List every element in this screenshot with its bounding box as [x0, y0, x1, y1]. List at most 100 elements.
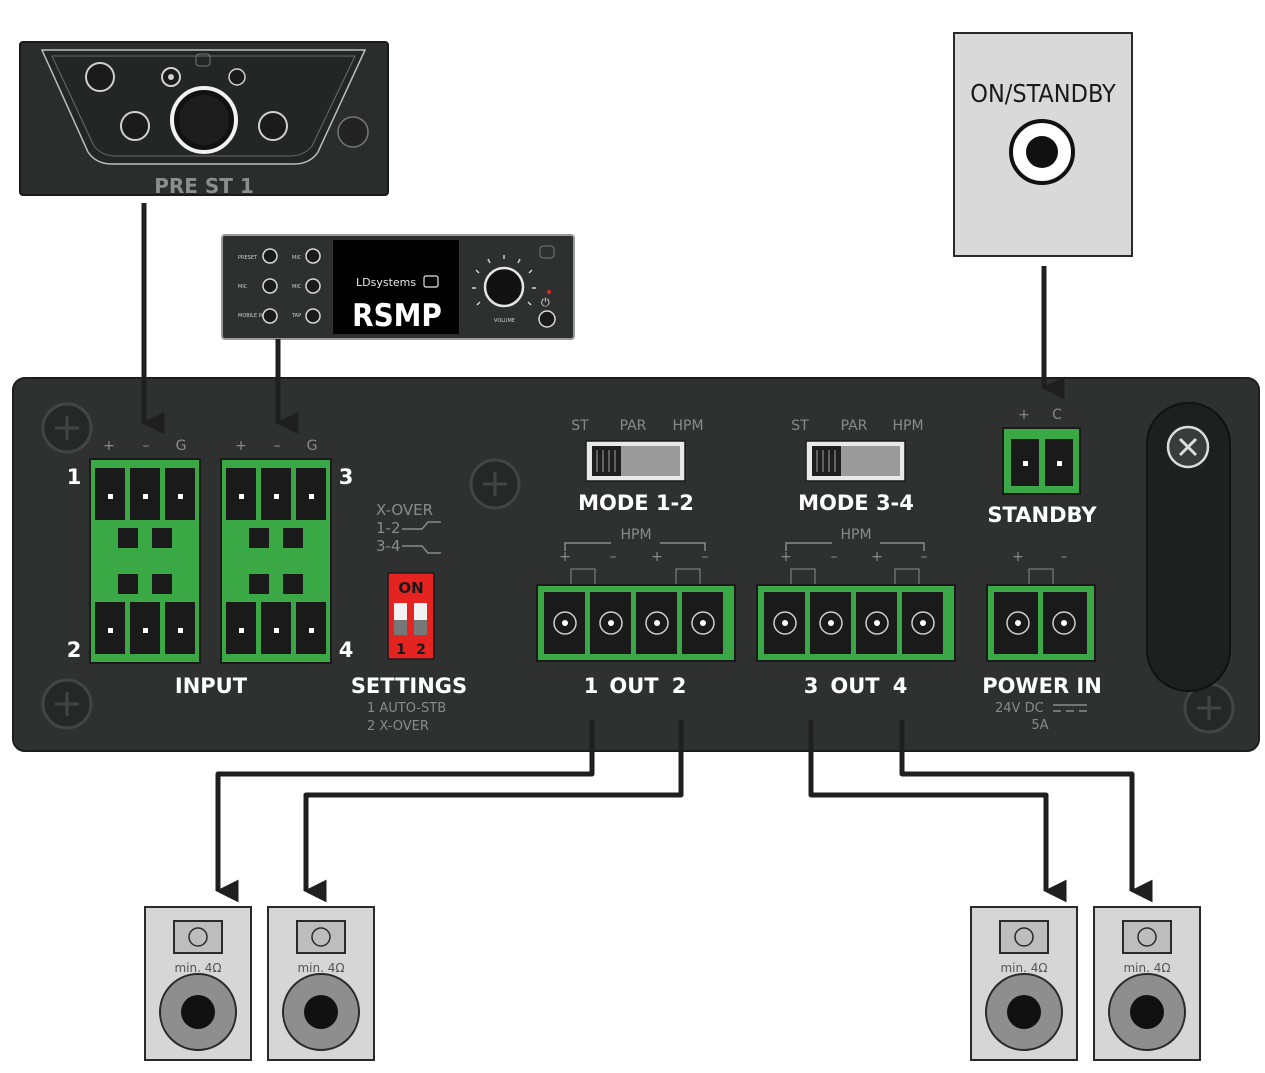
power-button-icon [538, 310, 556, 328]
pre-st1-name: PRE ST 1 [154, 174, 254, 198]
svg-text:+: + [1018, 407, 1030, 423]
screw-icon [41, 678, 93, 730]
svg-text:+: + [1012, 549, 1024, 565]
tweeter-icon [1014, 927, 1034, 947]
svg-text:24V DC: 24V DC [995, 701, 1044, 716]
svg-text:HPM: HPM [620, 527, 651, 543]
rsmp-display [333, 240, 459, 334]
wire-out3-to-speaker-3 [808, 720, 1067, 903]
speaker-4: min. 4Ω [1093, 906, 1201, 1061]
svg-text:–: – [702, 549, 709, 565]
svg-text:3-4: 3-4 [376, 537, 401, 555]
mode-3-4-section: ST PAR HPM MODE 3-4 HPM + – + – [780, 418, 927, 565]
svg-text:G: G [176, 438, 187, 454]
standby-connector: + C STANDBY [987, 407, 1097, 527]
pre-st1-remote: PRE ST 1 [19, 41, 389, 198]
svg-text:5A: 5A [1031, 718, 1048, 733]
tweeter-icon [188, 927, 208, 947]
input-channel-2: 2 [67, 638, 82, 662]
power-in-label: POWER IN [982, 674, 1102, 698]
svg-text:–: – [921, 549, 928, 565]
input-connector-1-2 [89, 458, 201, 664]
xover-legend: X-OVER 1-2 3-4 [376, 501, 441, 555]
settings-section: ON 1 2 SETTINGS 1 AUTO-STB 2 X-OVER [351, 572, 467, 734]
settings-label: SETTINGS [351, 674, 467, 698]
speaker-3: min. 4Ω [970, 906, 1078, 1061]
svg-text:2: 2 [672, 674, 687, 698]
svg-text:+: + [235, 438, 247, 454]
amplifier-rear-panel: + – G + – G [12, 377, 1260, 752]
input-section: + – G + – G [67, 438, 354, 698]
svg-text:MOBILE PAGE: MOBILE PAGE [238, 313, 272, 319]
svg-text:min. 4Ω: min. 4Ω [1000, 961, 1047, 975]
screw-icon [469, 458, 521, 510]
input-label: INPUT [175, 674, 248, 698]
svg-text:+: + [103, 438, 115, 454]
svg-text:PAR: PAR [620, 418, 647, 434]
wire-out1-to-speaker-1 [215, 720, 595, 903]
svg-text:4: 4 [893, 674, 908, 698]
svg-text:HPM: HPM [840, 527, 871, 543]
rsmp-name: RSMP [352, 298, 442, 334]
svg-text:+: + [559, 549, 571, 565]
svg-text:min. 4Ω: min. 4Ω [297, 961, 344, 975]
tweeter-icon [311, 927, 331, 947]
input-connector-3-4 [220, 458, 332, 664]
wire-out4-to-speaker-4 [899, 720, 1153, 903]
svg-text:OUT: OUT [609, 674, 659, 698]
volume-scale [472, 255, 536, 306]
svg-text:min. 4Ω: min. 4Ω [1123, 961, 1170, 975]
mode-3-4-label: MODE 3-4 [798, 491, 914, 515]
standby-switch-box: ON/STANDBY [953, 32, 1133, 257]
output-connector-1-2: 1 OUT 2 [536, 568, 736, 698]
mounting-slot [1146, 402, 1231, 692]
power-button-icon [337, 116, 369, 148]
svg-text:OUT: OUT [830, 674, 880, 698]
screw-icon [41, 402, 93, 454]
svg-text:HPM: HPM [892, 418, 923, 434]
svg-text:ON: ON [398, 579, 423, 597]
rsmp-brand: LDsystems [356, 276, 416, 289]
svg-text:1: 1 [584, 674, 599, 698]
svg-text:–: – [143, 438, 150, 454]
output-connector-3-4: 3 OUT 4 [756, 568, 956, 698]
svg-text:VOLUME: VOLUME [494, 318, 515, 324]
mode-1-2-label: MODE 1-2 [578, 491, 694, 515]
svg-text:+: + [871, 549, 883, 565]
input-channel-4: 4 [339, 638, 354, 662]
svg-text:–: – [1061, 549, 1068, 565]
wire-out2-to-speaker-2 [303, 720, 684, 903]
svg-text:1 AUTO-STB: 1 AUTO-STB [367, 701, 446, 716]
input-channel-3: 3 [339, 465, 354, 489]
svg-text:PAR: PAR [841, 418, 868, 434]
rsmp-left-buttons: PRESET MIC MOBILE PAGE MIC MIC TAP [238, 248, 321, 324]
svg-text:ST: ST [791, 418, 809, 434]
svg-text:MIC: MIC [238, 284, 248, 290]
svg-text:+: + [651, 549, 663, 565]
tweeter-icon [1137, 927, 1157, 947]
svg-text:1: 1 [396, 642, 406, 658]
standby-label: STANDBY [987, 503, 1097, 527]
volume-knob-icon [483, 266, 525, 308]
button-icon [228, 68, 246, 86]
speaker-1: min. 4Ω [144, 906, 252, 1061]
input-channel-1: 1 [67, 465, 82, 489]
svg-text:MIC: MIC [292, 284, 302, 290]
standby-switch-label: ON/STANDBY [970, 79, 1116, 108]
svg-text:–: – [610, 549, 617, 565]
svg-text:min. 4Ω: min. 4Ω [174, 961, 221, 975]
svg-text:G: G [307, 438, 318, 454]
svg-text:ST: ST [571, 418, 589, 434]
svg-text:2: 2 [416, 642, 426, 658]
svg-text:3: 3 [804, 674, 819, 698]
knob-icon [120, 111, 150, 141]
svg-text:PRESET: PRESET [238, 255, 258, 261]
svg-text:1-2: 1-2 [376, 519, 401, 537]
rsmp-remote: PRESET MIC MOBILE PAGE MIC MIC TAP LDsys… [221, 234, 575, 340]
svg-text:C: C [1052, 407, 1062, 423]
svg-text:+: + [780, 549, 792, 565]
knob-icon [85, 62, 115, 92]
speaker-2: min. 4Ω [267, 906, 375, 1061]
power-in-connector: + – POWER IN 24V DC 5A [982, 549, 1102, 733]
